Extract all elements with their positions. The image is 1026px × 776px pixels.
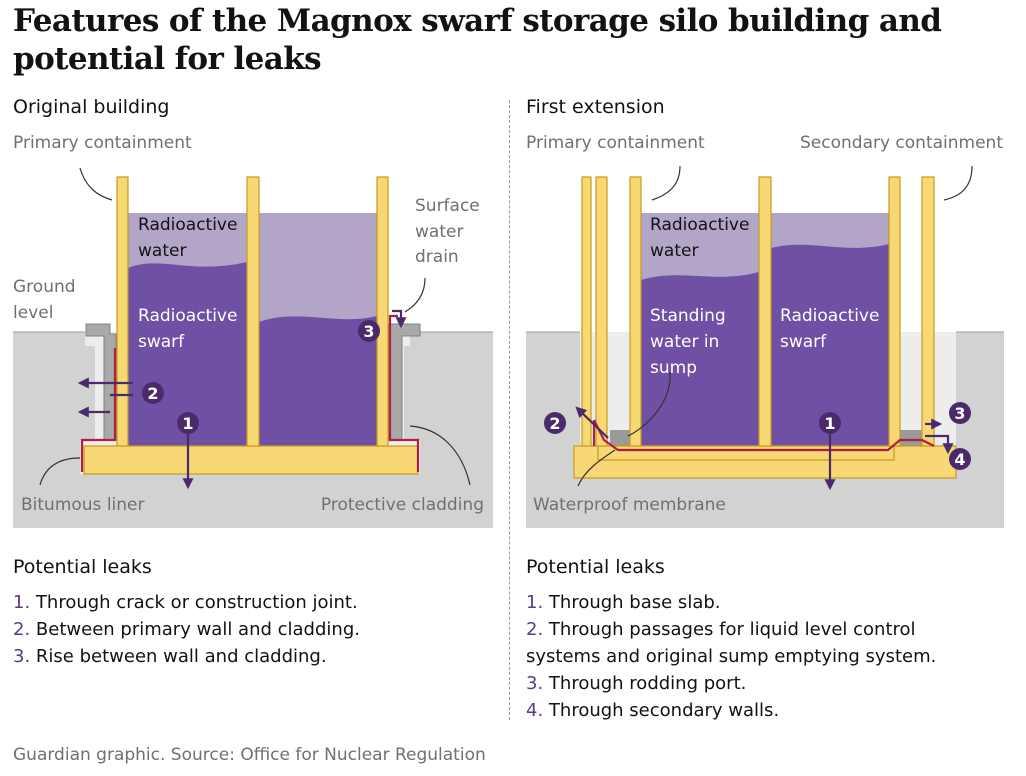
extension-leaks-heading: Potential leaks [526,556,665,578]
svg-text:4: 4 [954,450,965,469]
leak-marker-1: 1 [819,412,841,434]
svg-text:2: 2 [147,384,158,403]
list-item: 3. Through rodding port. [526,673,747,694]
leak-marker-2: 2 [142,382,164,404]
primary-wall-right [376,176,389,447]
label-radioactive-water-1: Radioactive [650,215,749,235]
label-radioactive-swarf-2: swarf [780,332,827,352]
svg-text:2: 2 [549,414,560,433]
original-building-diagram: 1 2 3 Primary containment Radioactive wa… [0,128,505,534]
primary-wall-left [595,176,608,447]
label-radioactive-swarf-2: swarf [138,332,185,352]
leak-marker-4: 4 [949,448,971,470]
radioactive-swarf-right [771,244,889,446]
primary-wall-right [888,176,901,447]
label-secondary-containment: Secondary containment [800,133,1003,153]
list-item: 3. Rise between wall and cladding. [13,646,327,667]
ground-section [13,332,493,528]
label-primary-containment: Primary containment [526,133,705,153]
graphic-title: Features of the Magnox swarf storage sil… [13,3,942,77]
list-item: 2. Between primary wall and cladding. [13,619,360,640]
label-radioactive-swarf-1: Radioactive [780,306,879,326]
secondary-wall-left [581,176,592,447]
primary-wall-left [116,176,129,447]
original-leaks-list: 1. Through crack or construction joint. … [13,589,493,670]
leak-marker-3: 3 [358,320,380,342]
first-extension-heading: First extension [526,96,665,118]
base-slab [83,445,419,475]
panel-divider [509,100,510,720]
label-radioactive-water-1: Radioactive [138,215,237,235]
label-radioactive-water-2: water [138,241,186,261]
label-standing-water-3: sump [650,358,697,378]
label-protective-cladding: Protective cladding [321,495,484,515]
leak-marker-1: 1 [177,412,199,434]
label-standing-water-2: water in [650,332,719,352]
label-surface-water-drain-1: Surface [415,196,480,216]
primary-wall-2 [629,176,642,447]
radioactive-swarf-right [259,316,377,446]
label-ground-level-2: level [13,303,53,323]
extension-leaks-list: 1. Through base slab. 2. Through passage… [526,589,956,724]
primary-wall-middle [246,176,260,447]
svg-text:3: 3 [363,322,374,341]
label-ground-level-1: Ground [13,277,76,297]
label-standing-water-1: Standing [650,306,726,326]
list-item: 1. Through crack or construction joint. [13,592,358,613]
label-primary-containment: Primary containment [13,133,192,153]
first-extension-diagram: 1 2 3 4 Primary containment Secondary co… [513,128,1013,534]
leak-marker-3: 3 [949,402,971,424]
label-surface-water-drain-2: water [415,222,463,242]
primary-wall-middle [758,176,772,447]
source-credit: Guardian graphic. Source: Office for Nuc… [13,745,486,765]
leak-marker-2: 2 [544,412,566,434]
svg-text:1: 1 [182,414,193,433]
secondary-wall-right [921,176,935,447]
ground-section [526,332,1004,528]
svg-text:3: 3 [954,404,965,423]
list-item: 1. Through base slab. [526,592,721,613]
standing-water-swarf [641,272,759,446]
original-leaks-heading: Potential leaks [13,556,152,578]
label-radioactive-swarf-1: Radioactive [138,306,237,326]
list-item: 2. Through passages for liquid level con… [526,619,937,667]
original-building-heading: Original building [13,96,170,118]
svg-text:1: 1 [824,414,835,433]
label-waterproof-membrane: Waterproof membrane [533,495,726,515]
label-bitumous-liner: Bitumous liner [21,495,145,515]
list-item: 4. Through secondary walls. [526,700,780,721]
label-surface-water-drain-3: drain [415,247,459,267]
rodding-port [900,430,922,446]
label-radioactive-water-2: water [650,241,698,261]
